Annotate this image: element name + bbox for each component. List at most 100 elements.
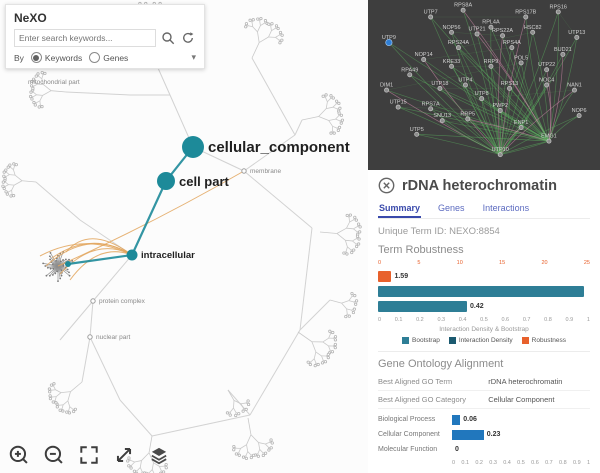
tree-node-protein-complex[interactable]: [90, 298, 96, 304]
svg-text:UTP15: UTP15: [390, 100, 407, 106]
network-node-emg1[interactable]: EMG1: [541, 134, 557, 144]
svg-text:RPS13: RPS13: [501, 81, 518, 87]
legend-bootstrap: Bootstrap: [402, 336, 440, 344]
network-node-rps13[interactable]: RPS13: [501, 81, 518, 91]
network-node-nop14[interactable]: NOP14: [415, 52, 433, 62]
network-node-rps7a[interactable]: RPS7A: [422, 101, 440, 112]
svg-text:SNU13: SNU13: [433, 113, 451, 119]
svg-text:UTP9: UTP9: [382, 35, 396, 41]
network-node-hsc82[interactable]: HSC82: [524, 25, 542, 35]
term-detail-panel: rDNA heterochromatin Summary Genes Inter…: [368, 170, 600, 473]
network-node-rrp9[interactable]: RRP9: [484, 59, 499, 69]
svg-text:RPL4A: RPL4A: [482, 20, 500, 26]
tab-summary[interactable]: Summary: [378, 199, 422, 218]
network-node-nan1[interactable]: NAN1: [567, 83, 582, 93]
network-node-rps4a[interactable]: RPS4A: [503, 40, 521, 51]
fit-view-button[interactable]: [76, 442, 102, 468]
network-node-utp5[interactable]: UTP5: [410, 127, 424, 137]
network-node-pwp2[interactable]: PWP2: [492, 103, 508, 113]
network-node-utp8[interactable]: UTP8: [475, 91, 489, 102]
search-input[interactable]: [14, 29, 156, 47]
network-node-rps8a[interactable]: RPS8A: [454, 3, 472, 13]
svg-text:UTP8: UTP8: [475, 91, 489, 97]
svg-text:PWP2: PWP2: [492, 103, 508, 109]
tree-node-nuclear-part[interactable]: [87, 334, 93, 340]
network-node-noc4[interactable]: NOC4: [539, 78, 554, 88]
layers-button[interactable]: [146, 442, 172, 468]
zoom-out-button[interactable]: [41, 442, 67, 468]
term-title: rDNA heterochromatin: [402, 177, 557, 194]
svg-text:RPS24A: RPS24A: [448, 40, 469, 46]
radio-keywords[interactable]: Keywords: [30, 52, 82, 63]
search-mode-row: By Keywords Genes ▾: [14, 52, 196, 63]
network-node-rpl4a[interactable]: RPL4A: [482, 20, 500, 30]
network-node-dim1[interactable]: DIM1: [380, 83, 393, 93]
network-node-utp9[interactable]: UTP9: [382, 35, 396, 47]
network-node-rps22a[interactable]: RPS22A: [492, 28, 513, 39]
network-node-rrp5[interactable]: RRP5: [460, 112, 475, 122]
network-node-bud21[interactable]: BUD21: [554, 47, 572, 57]
svg-text:RPS22A: RPS22A: [492, 28, 513, 34]
network-node-rps17b[interactable]: RPS17B: [515, 10, 537, 20]
dropdown-caret-icon[interactable]: ▾: [191, 52, 196, 62]
network-node-utp21[interactable]: UTP21: [468, 27, 486, 37]
tree-label-cell-part: cell part: [179, 174, 230, 189]
reset-icon[interactable]: [180, 30, 196, 46]
svg-text:RPA49: RPA49: [401, 67, 418, 73]
network-node-pol5[interactable]: POL5: [514, 55, 528, 66]
network-node-utp7[interactable]: UTP7: [424, 10, 438, 20]
radio-genes[interactable]: Genes: [89, 52, 128, 63]
chart-legend: Bootstrap Interaction Density Robustness: [378, 336, 590, 344]
detail-tabs: Summary Genes Interactions: [378, 199, 590, 219]
network-node-nop6[interactable]: NOP6: [572, 108, 587, 119]
tree-label-cellular-component: cellular_component: [208, 139, 350, 156]
network-node-utp18[interactable]: UTP18: [431, 81, 448, 91]
zoom-in-button[interactable]: [6, 442, 32, 468]
network-node-utp13[interactable]: UTP13: [568, 30, 585, 40]
go-table-row: Best Aligned GO Category Cellular Compon…: [378, 391, 590, 409]
network-node-rpa49[interactable]: RPA49: [401, 67, 418, 78]
legend-robustness: Robustness: [521, 336, 566, 344]
tree-toolbar: [6, 442, 172, 468]
tree-node-membrane[interactable]: [241, 168, 247, 174]
network-node-rps24a[interactable]: RPS24A: [448, 40, 469, 51]
bar-bootstrap: [378, 286, 590, 298]
tree-node-cellular-component[interactable]: [182, 136, 204, 158]
network-node-utp10[interactable]: UTP10: [492, 147, 509, 158]
tree-node-cell-part[interactable]: [157, 172, 175, 190]
svg-text:ENP1: ENP1: [514, 120, 528, 126]
network-node-utp15[interactable]: UTP15: [390, 100, 407, 110]
svg-text:RPS16: RPS16: [550, 4, 567, 10]
tree-node-intracellular[interactable]: [126, 249, 138, 261]
bar-robustness: 1.59: [378, 271, 590, 283]
network-node-utp22[interactable]: UTP22: [538, 62, 555, 73]
close-button[interactable]: [378, 177, 395, 194]
svg-text:RRP5: RRP5: [460, 112, 475, 118]
svg-text:RPS4A: RPS4A: [503, 40, 521, 46]
legend-interaction-density: Interaction Density: [448, 336, 513, 344]
network-node-snu13[interactable]: SNU13: [433, 113, 451, 124]
network-node-enp1[interactable]: ENP1: [514, 120, 528, 130]
network-node-kre33[interactable]: KRE33: [443, 59, 460, 69]
network-node-utp4[interactable]: UTP4: [458, 78, 472, 88]
search-icon[interactable]: [160, 30, 176, 46]
tab-genes[interactable]: Genes: [438, 203, 465, 213]
network-node-nop56[interactable]: NOP56: [442, 25, 461, 35]
svg-text:UTP22: UTP22: [538, 62, 555, 68]
tree-label-protein-complex: protein complex: [99, 298, 146, 305]
expand-view-button[interactable]: [111, 442, 137, 468]
network-node-rps16[interactable]: RPS16: [550, 4, 567, 15]
x-axis-label: Interaction Density & Bootstrap: [439, 325, 529, 333]
detail-header: rDNA heterochromatin: [378, 174, 590, 194]
tab-interactions[interactable]: Interactions: [482, 203, 530, 213]
